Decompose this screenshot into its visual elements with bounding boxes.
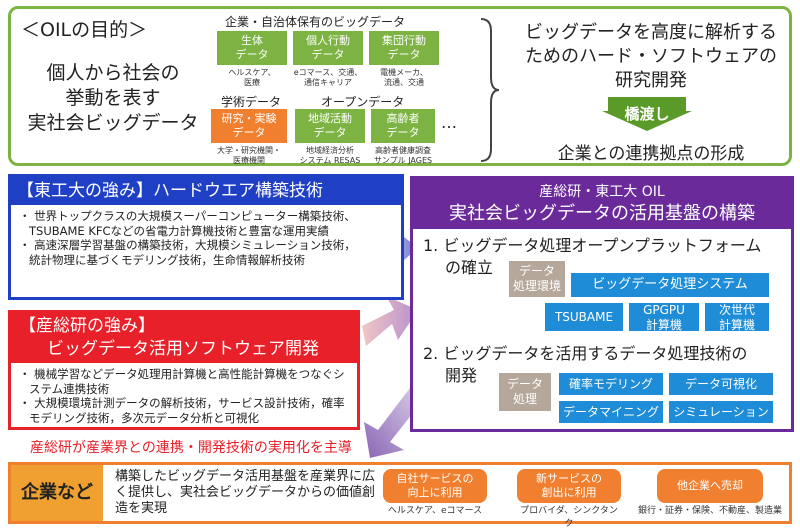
- oil-platform-panel: 産総研・東工大 OIL 実社会ビッグデータの活用基盤の構築 1. ビッグデータ処…: [410, 176, 794, 432]
- real-world-bigdata-caption: 個人から社会の 挙動を表す 実社会ビッグデータ: [27, 62, 199, 134]
- oil-heading: 産総研・東工大 OIL 実社会ビッグデータの活用基盤の構築: [413, 179, 791, 229]
- collaboration-base-text: 企業との連携拠点の形成: [557, 144, 745, 164]
- group-behavior-data-item: 集団行動データ 電機メーカ、流通、交通: [369, 31, 439, 88]
- list-item: ・ 大規模環境計測データの解析技術，サービス設計技術，確率モデリング技術，多次元…: [19, 396, 345, 425]
- corp-data-group-label: 企業・自治体保有のビッグデータ: [225, 15, 406, 29]
- tokodai-heading: 【東工大の強み】ハードウエア構築技術: [11, 177, 401, 205]
- academic-data-label: 学術データ: [221, 95, 282, 109]
- new-service-item: 新サービスの創出に利用 プロバイダ、シンクタンク: [517, 469, 621, 529]
- bd-system-box: ビッグデータ処理システム: [571, 273, 769, 297]
- regional-activity-data-item: 地域活動データ 地域経済分析システム RESAS: [295, 109, 365, 166]
- aist-heading: 【産総研の強み】 ビッグデータ活用ソフトウェア開発: [11, 313, 357, 363]
- elderly-data-item: 高齢者データ 高齢者健康調査サンプル JAGES: [371, 109, 435, 166]
- more-ellipsis: …: [441, 113, 457, 132]
- bio-data-item: 生体データ ヘルスケア、医療: [217, 31, 287, 88]
- own-service-item: 自社サービスの向上に利用 ヘルスケア、eコマース: [383, 469, 487, 516]
- aist-lead-note: 産総研が産業界との連携・開発技術の実用化を主導: [30, 440, 352, 456]
- down-arrow-icon: [602, 97, 692, 131]
- aist-strength-panel: 【産総研の強み】 ビッグデータ活用ソフトウェア開発 ・ 機械学習などデータ処理用…: [8, 310, 360, 430]
- prob-modeling-box: 確率モデリング: [559, 373, 663, 395]
- companies-label: 企業など: [11, 465, 103, 521]
- data-vis-box: データ可視化: [669, 373, 773, 395]
- tokodai-strength-panel: 【東工大の強み】ハードウエア構築技術 ・ 世界トップクラスの大規模スーパーコンピ…: [8, 174, 404, 300]
- oil-item-2: 2. ビッグデータを活用するデータ処理技術の 開発: [423, 344, 748, 385]
- open-data-label: オープンデータ: [321, 95, 405, 109]
- list-item: ・ 高速深層学習基盤の構築技術，大規模シミュレーション技術，統計物理に基づくモデ…: [19, 238, 356, 267]
- oil-item-1: 1. ビッグデータ処理オープンプラットフォーム の確立: [423, 236, 762, 277]
- sell-to-others-item: 他企業へ売却 銀行・証券・保険、不動産、製造業: [635, 469, 785, 516]
- data-mining-box: データマイニング: [559, 401, 663, 423]
- oil-purpose-panel: ＜OILの目的＞ 個人から社会の 挙動を表す 実社会ビッグデータ 企業・自治体保…: [8, 6, 792, 166]
- next-gen-box: 次世代計算機: [705, 303, 769, 332]
- companies-description: 構築したビッグデータ活用基盤を産業界に広く提供し、実社会ビッグデータからの価値創…: [115, 469, 376, 516]
- research-development-text: ビッグデータを高度に解析する ためのハード・ソフトウェアの 研究開発: [525, 22, 777, 91]
- list-item: ・ 世界トップクラスの大規模スーパーコンピューター構築技術、TSUBAME KF…: [19, 209, 356, 238]
- bridge-label: 橋渡し: [624, 105, 670, 123]
- personal-behavior-data-item: 個人行動データ eコマース、交通、通信キャリア: [293, 31, 363, 88]
- purpose-title: ＜OILの目的＞: [21, 19, 148, 41]
- data-proc-box: データ処理: [499, 373, 551, 411]
- tsubame-box: TSUBAME: [545, 303, 623, 331]
- companies-panel: 企業など 構築したビッグデータ活用基盤を産業界に広く提供し、実社会ビッグデータか…: [8, 462, 792, 529]
- aist-bullets: ・ 機械学習などデータ処理用計算機と高性能計算機をつなぐシステム連携技術 ・ 大…: [17, 367, 355, 425]
- data-env-box: データ処理環境: [509, 261, 565, 297]
- right-brace-icon: [480, 18, 500, 162]
- research-data-item: 研究・実験データ 大学・研究機関・医療機関: [211, 109, 287, 166]
- tokodai-bullets: ・ 世界トップクラスの大規模スーパーコンピューター構築技術、TSUBAME KF…: [17, 209, 363, 267]
- simulation-box: シミュレーション: [669, 401, 773, 423]
- list-item: ・ 機械学習などデータ処理用計算機と高性能計算機をつなぐシステム連携技術: [19, 367, 345, 396]
